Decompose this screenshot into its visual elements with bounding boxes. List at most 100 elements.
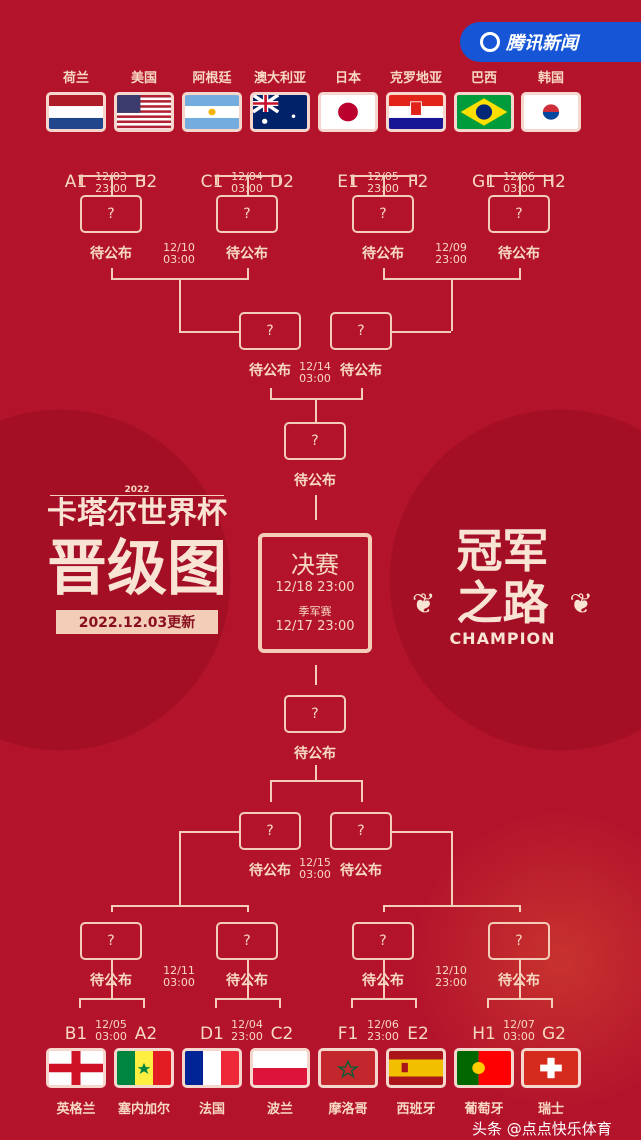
round-of-16-winner-box: ? — [80, 922, 142, 960]
team-name: 葡萄牙 — [464, 1102, 504, 1117]
group-code: A2 — [134, 1024, 158, 1044]
flag-ma-icon — [318, 1048, 378, 1088]
third-place-title: 季军赛 — [298, 605, 332, 618]
round-of-16-winner-box: ? — [488, 922, 550, 960]
round-of-16-winner-box: ? — [80, 195, 142, 233]
match-date: 12/14 — [299, 360, 331, 373]
round-of-16-winner-box: ? — [352, 922, 414, 960]
flag-pt-icon — [454, 1048, 514, 1088]
quarterfinal-winner-box: ? — [330, 312, 392, 350]
tbd-label: 待公布 — [340, 363, 382, 379]
bracket-line — [215, 998, 217, 1008]
flag-jp-icon — [318, 92, 378, 132]
bracket-line — [279, 998, 281, 1008]
tencent-news-icon — [480, 32, 500, 52]
bracket-line — [143, 998, 145, 1008]
team-name: 美国 — [130, 71, 157, 86]
bracket-line — [270, 780, 272, 802]
tbd-label: 待公布 — [90, 246, 132, 262]
tbd-label: 待公布 — [226, 973, 268, 989]
laurel-left-icon: ❦ — [412, 587, 436, 620]
bracket-line — [361, 780, 363, 802]
bracket-line — [179, 831, 181, 905]
group-code: B2 — [134, 172, 158, 192]
team-name: 韩国 — [537, 71, 564, 86]
bracket-line — [551, 175, 553, 185]
group-code: B1 — [64, 1024, 88, 1044]
tbd-label: 待公布 — [498, 246, 540, 262]
tbd-label: 待公布 — [362, 246, 404, 262]
bracket-line — [315, 765, 317, 780]
match-time: 03:00 — [299, 372, 331, 385]
bracket-line — [519, 905, 521, 912]
team-name: 阿根廷 — [192, 71, 232, 86]
bracket-line — [179, 331, 239, 333]
bracket-line — [111, 960, 113, 998]
round-of-16-winner-box: ? — [216, 195, 278, 233]
champion-road-logo: 冠军 ❦ 之路 ❦ CHAMPION — [410, 525, 595, 648]
flag-us-icon — [114, 92, 174, 132]
flag-ch-icon — [521, 1048, 581, 1088]
tencent-news-badge: 腾讯新闻 — [460, 22, 641, 62]
bracket-line — [270, 388, 272, 398]
match-time: 23:00 — [365, 183, 401, 195]
bracket-line — [247, 268, 249, 278]
third-place-time: 12/17 23:00 — [275, 619, 355, 634]
bracket-line — [487, 998, 551, 1000]
group-code: C1 — [200, 172, 224, 192]
bracket-line — [415, 175, 417, 185]
tbd-label: 待公布 — [340, 863, 382, 879]
final-title: 决赛 — [291, 551, 339, 579]
match-time: 23:00 — [435, 976, 467, 989]
team-name: 法国 — [198, 1102, 225, 1117]
team-name: 澳大利亚 — [253, 71, 306, 86]
quarterfinal-winner-box: ? — [330, 812, 392, 850]
tbd-label: 待公布 — [294, 746, 336, 762]
update-date-ribbon: 2022.12.03更新 — [56, 610, 218, 634]
tbd-label: 待公布 — [249, 863, 291, 879]
quarterfinal-winner-box: ? — [239, 312, 301, 350]
match-time: 23:00 — [367, 1030, 399, 1043]
match-date: 12/06 — [367, 1018, 399, 1031]
group-code: C2 — [270, 1024, 294, 1044]
bracket-line — [315, 665, 317, 685]
group-code: D1 — [200, 1024, 224, 1044]
match-time: 03:00 — [299, 868, 331, 881]
match-date: 12/09 — [435, 241, 467, 254]
final-time: 12/18 23:00 — [275, 580, 355, 595]
round-of-16-winner-box: ? — [216, 922, 278, 960]
champion-english: CHAMPION — [449, 629, 556, 648]
match-time: 03:00 — [95, 1030, 127, 1043]
tbd-label: 待公布 — [362, 973, 404, 989]
bracket-line — [487, 175, 489, 185]
bracket-line — [247, 175, 249, 195]
bracket-line — [519, 175, 521, 195]
team-name: 摩洛哥 — [328, 1102, 368, 1117]
bracket-line — [392, 831, 451, 833]
badge-label: 腾讯新闻 — [506, 33, 578, 54]
bracket-line — [519, 960, 521, 998]
laurel-right-icon: ❦ — [569, 587, 593, 620]
bracket-line — [315, 495, 317, 520]
bracket-line — [351, 998, 415, 1000]
tbd-label: 待公布 — [498, 973, 540, 989]
watermark: 头条 @点点快乐体育 — [472, 1120, 612, 1138]
group-code: G1 — [472, 172, 496, 192]
tbd-label: 待公布 — [249, 363, 291, 379]
bracket-line — [247, 905, 249, 912]
bracket-line — [451, 831, 453, 905]
round-of-16-winner-box: ? — [488, 195, 550, 233]
match-time: 03:00 — [163, 253, 195, 266]
bracket-line — [383, 960, 385, 998]
team-name: 巴西 — [470, 71, 497, 86]
team-name: 塞内加尔 — [117, 1102, 170, 1117]
logo-title: 卡塔尔世界杯 — [47, 496, 227, 531]
flag-en-icon — [46, 1048, 106, 1088]
group-code: H2 — [542, 172, 566, 192]
group-code: F1 — [337, 1024, 359, 1044]
